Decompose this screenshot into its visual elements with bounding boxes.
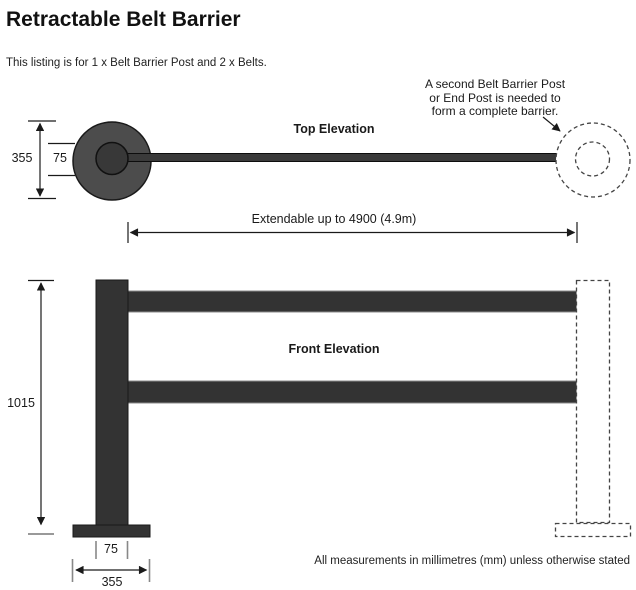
annotation-line: form a complete barrier. <box>431 104 559 118</box>
front-view-belt-upper <box>127 290 579 313</box>
top-view-second-post-dashed-inner <box>574 141 611 177</box>
listing-description: This listing is for 1 x Belt Barrier Pos… <box>6 57 267 69</box>
measurements-note: All measurements in millimetres (mm) unl… <box>314 555 630 567</box>
dim-value-base-width: 355 <box>101 575 123 589</box>
dim-value-post-diameter: 75 <box>53 151 67 165</box>
second-post-annotation: A second Belt Barrier Post or End Post i… <box>400 77 590 119</box>
annotation-arrow <box>542 116 561 132</box>
front-view-second-post-dashed <box>575 279 611 524</box>
front-view-belt-lower <box>127 380 579 404</box>
top-elevation-label: Top Elevation <box>293 122 375 136</box>
top-view-belt <box>125 153 579 162</box>
dim-value-base-diameter: 355 <box>11 151 33 165</box>
front-view-second-base-dashed <box>554 522 632 538</box>
front-view-post <box>95 279 129 526</box>
top-view-second-post-dashed-outer <box>555 122 631 198</box>
dim-value-post-width: 75 <box>104 542 118 556</box>
dim-value-post-height: 1015 <box>7 396 35 410</box>
page-title: Retractable Belt Barrier <box>6 8 241 31</box>
top-view-post-circle <box>95 141 129 176</box>
front-view-base <box>72 524 151 538</box>
dim-value-belt-extension: Extendable up to 4900 (4.9m) <box>251 212 417 226</box>
front-elevation-label: Front Elevation <box>288 342 380 356</box>
annotation-line: A second Belt Barrier Post <box>424 77 566 91</box>
annotation-line: or End Post is needed to <box>429 90 561 105</box>
